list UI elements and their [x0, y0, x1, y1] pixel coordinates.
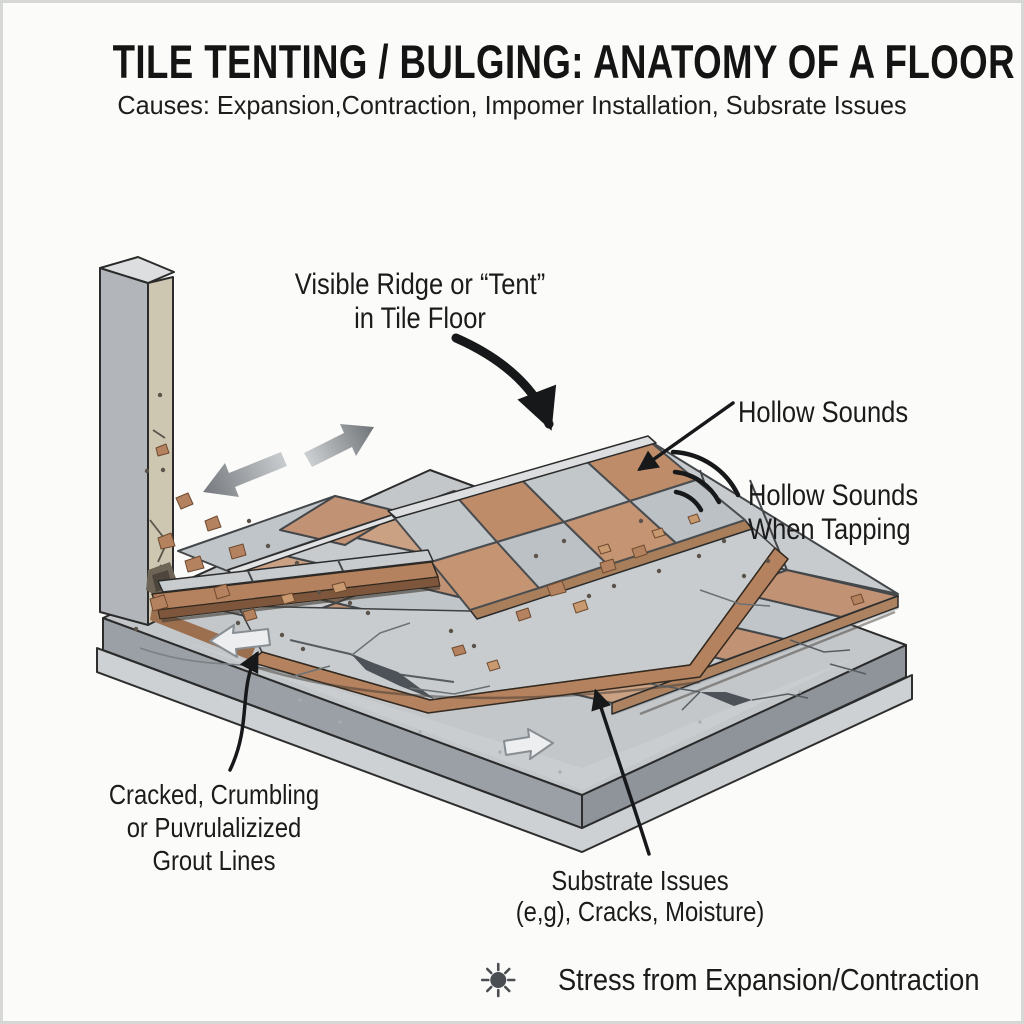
slab-arrow-left [209, 624, 271, 658]
ridge-callout-arrow [451, 333, 557, 431]
debris-particles [133, 468, 865, 672]
stress-legend-text: Stress from Expansion/Contraction [557, 962, 980, 997]
grout-callout-arrow [228, 650, 259, 772]
substrate-callout-arrow [591, 688, 651, 856]
grout-lines-label: Cracked, Crumbling or Puvrulalizized Gro… [108, 779, 320, 876]
ridge-cap [387, 435, 657, 519]
page-title: TILE TENTING / BULGING: ANATOMY OF A FLO… [112, 35, 1024, 88]
expansion-arrows [203, 424, 554, 760]
hollow-sounds-label: Hollow Sounds [738, 396, 909, 429]
substrate-cracks [289, 589, 867, 711]
substrate-issues-label: Substrate Issues (e,g), Cracks, Moisture… [515, 865, 765, 927]
expansion-arrow-right [304, 424, 374, 467]
expansion-arrow-left [203, 452, 287, 497]
stress-legend: Stress from Expansion/Contraction ❄ [480, 962, 1024, 998]
sun-icon [480, 962, 516, 998]
mortar-bed [249, 547, 789, 714]
sound-waves-icon [670, 449, 741, 513]
slab-arrow-right [503, 728, 554, 760]
hollow-callout-arrow [637, 401, 735, 472]
hollow-sounds-tapping-label: Hollow Sounds When Tapping [748, 479, 919, 546]
visible-ridge-label: Visible Ridge or “Tent” in Tile Floor [294, 268, 546, 335]
callout-arrows [228, 333, 735, 856]
page-subtitle: Causes: Expansion,Contraction, Impomer I… [117, 90, 907, 120]
